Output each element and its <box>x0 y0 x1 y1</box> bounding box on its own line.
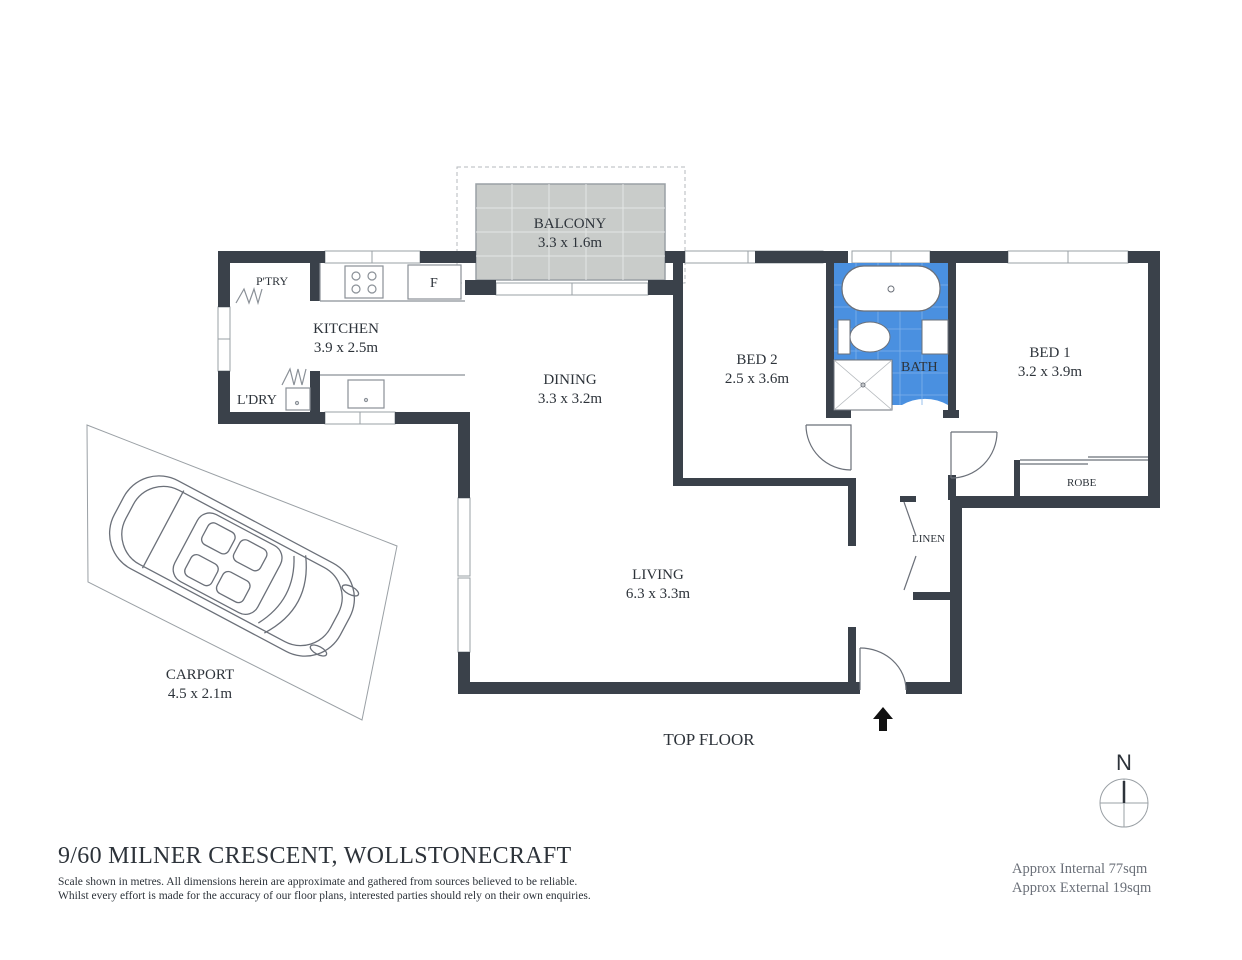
laundry-label: L'DRY <box>237 393 277 408</box>
kitchen-name: KITCHEN <box>313 321 379 337</box>
dining-name: DINING <box>543 372 596 388</box>
compass-north-label: N <box>1116 750 1132 775</box>
bed1-name: BED 1 <box>1029 345 1070 361</box>
disclaimer-line-1: Scale shown in metres. All dimensions he… <box>58 876 578 888</box>
carport-dims: 4.5 x 2.1m <box>168 686 233 702</box>
compass-icon: N <box>1099 750 1149 828</box>
walls <box>218 251 1160 694</box>
living-dims: 6.3 x 3.3m <box>626 586 691 602</box>
internal-area: Approx Internal 77sqm <box>1012 861 1148 877</box>
balcony <box>456 166 686 284</box>
disclaimer-line-2: Whilst every effort is made for the accu… <box>58 890 591 902</box>
bed1-dims: 3.2 x 3.9m <box>1018 364 1083 380</box>
balcony-name: BALCONY <box>534 216 607 232</box>
carport <box>86 424 398 721</box>
floor-label: TOP FLOOR <box>663 730 755 749</box>
car-icon <box>108 475 360 657</box>
bed2-name: BED 2 <box>736 352 777 368</box>
bath-label: BATH <box>901 360 938 375</box>
disclaimer: Scale shown in metres. All dimensions he… <box>58 875 591 903</box>
bed2-dims: 2.5 x 3.6m <box>725 371 790 387</box>
pantry-label: P'TRY <box>256 274 289 288</box>
external-area: Approx External 19sqm <box>1012 880 1152 896</box>
balcony-dims: 3.3 x 1.6m <box>538 235 603 251</box>
kitchen-dims: 3.9 x 2.5m <box>314 340 379 356</box>
living-name: LIVING <box>632 567 684 583</box>
carport-name: CARPORT <box>166 667 234 683</box>
robe-label: ROBE <box>1067 477 1097 489</box>
bathroom <box>833 263 949 411</box>
dining-dims: 3.3 x 3.2m <box>538 391 603 407</box>
area-summary: Approx Internal 77sqm Approx External 19… <box>1012 860 1151 898</box>
entry-arrow-icon <box>873 707 893 731</box>
linen-label: LINEN <box>912 533 945 545</box>
property-address: 9/60 MILNER CRESCENT, WOLLSTONECRAFT <box>58 843 572 869</box>
fridge-label: F <box>430 276 438 291</box>
